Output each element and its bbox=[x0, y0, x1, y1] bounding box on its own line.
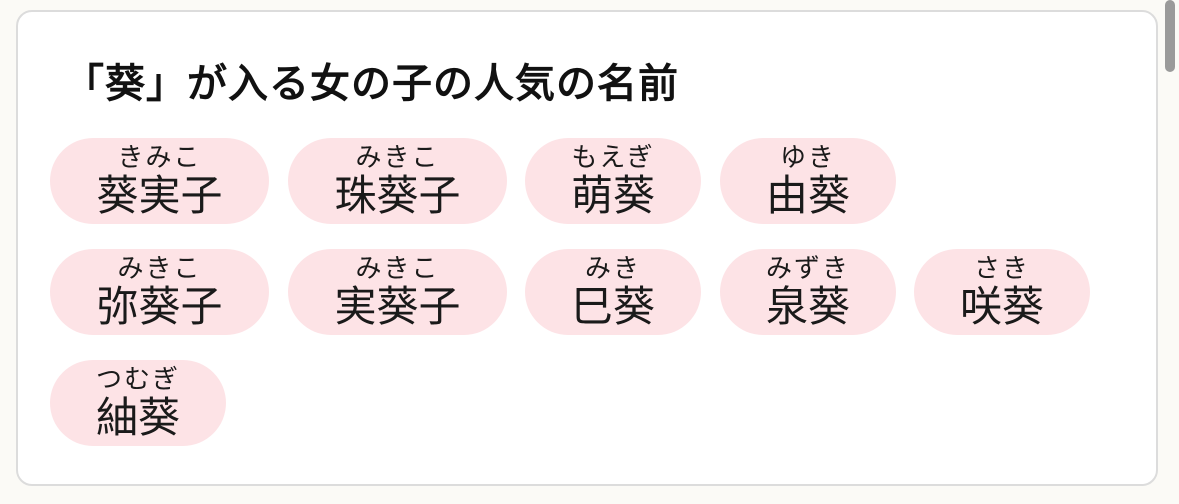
name-kanji: 葵実子 bbox=[96, 171, 223, 220]
name-kanji: 弥葵子 bbox=[96, 282, 223, 331]
name-chip-kimiko[interactable]: きみこ 葵実子 bbox=[50, 138, 269, 224]
name-reading: つむぎ bbox=[95, 365, 180, 395]
name-chip-mikiko[interactable]: みきこ 弥葵子 bbox=[50, 249, 269, 335]
name-chip-miki[interactable]: みき 巳葵 bbox=[525, 249, 701, 335]
name-chip-mizuki[interactable]: みずき 泉葵 bbox=[720, 249, 896, 335]
card-title: 「葵」が入る女の子の人気の名前 bbox=[64, 61, 679, 107]
name-reading: もえぎ bbox=[571, 143, 655, 173]
name-kanji: 巳葵 bbox=[570, 282, 655, 331]
name-chip-moegi[interactable]: もえぎ 萌葵 bbox=[525, 138, 701, 224]
name-kanji: 泉葵 bbox=[765, 282, 850, 331]
name-kanji: 紬葵 bbox=[95, 393, 180, 442]
name-reading: きみこ bbox=[117, 143, 202, 173]
name-chip-tsumugi[interactable]: つむぎ 紬葵 bbox=[50, 360, 226, 446]
name-kanji: 咲葵 bbox=[959, 282, 1044, 331]
name-kanji: 由葵 bbox=[765, 171, 850, 220]
name-reading: みき bbox=[584, 254, 641, 284]
name-kanji: 萌葵 bbox=[570, 171, 655, 220]
name-reading: みずき bbox=[765, 254, 850, 284]
name-kanji: 珠葵子 bbox=[334, 171, 461, 220]
name-reading: さき bbox=[973, 254, 1030, 284]
name-reading: みきこ bbox=[355, 254, 440, 284]
name-chip-mikiko[interactable]: みきこ 珠葵子 bbox=[288, 138, 507, 224]
names-card: 「葵」が入る女の子の人気の名前 きみこ 葵実子 みきこ 珠葵子 もえぎ 萌葵 ゆ… bbox=[16, 10, 1158, 486]
name-reading: みきこ bbox=[355, 143, 440, 173]
name-chip-saki[interactable]: さき 咲葵 bbox=[914, 249, 1090, 335]
name-chip-mikiko[interactable]: みきこ 実葵子 bbox=[288, 249, 507, 335]
name-reading: ゆき bbox=[779, 143, 836, 173]
name-kanji: 実葵子 bbox=[334, 282, 461, 331]
scrollbar-thumb[interactable] bbox=[1165, 0, 1175, 72]
name-reading: みきこ bbox=[117, 254, 202, 284]
name-chip-yuki[interactable]: ゆき 由葵 bbox=[720, 138, 896, 224]
